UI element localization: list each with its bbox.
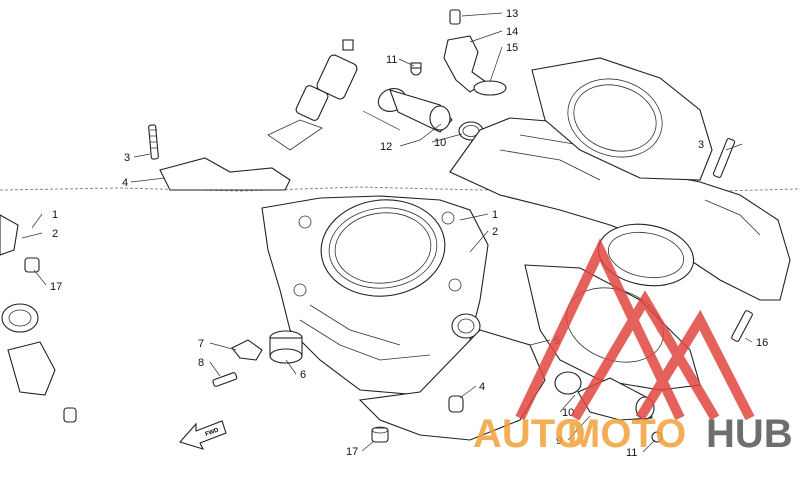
callout-3-right: 3 <box>698 139 704 151</box>
dowel-4 <box>448 395 464 413</box>
stud-right <box>712 138 736 178</box>
callout-15: 15 <box>506 42 518 54</box>
fwd-arrow: FWD <box>179 420 227 450</box>
callout-17-bottom: 17 <box>346 446 358 458</box>
callout-16: 16 <box>756 337 768 349</box>
thermostat-housing <box>443 9 507 96</box>
callout-11-top: 11 <box>386 54 397 66</box>
watermark-logo-triangles <box>515 238 755 421</box>
callout-11-bottom: 11 <box>626 447 637 459</box>
callouts: 13 14 15 11 12 10 3 4 3 1 2 17 1 2 7 8 6… <box>50 8 768 459</box>
callout-13: 13 <box>506 8 518 20</box>
nut-bottom <box>371 426 389 443</box>
leader-lines <box>21 12 753 453</box>
cylinder-block <box>261 195 489 396</box>
head-gasket-top <box>531 57 713 181</box>
callout-1-left: 1 <box>52 209 58 221</box>
callout-14: 14 <box>506 26 518 38</box>
stud-16 <box>731 310 753 342</box>
callout-4-mid: 4 <box>479 381 485 393</box>
left-partial-parts <box>0 214 77 423</box>
dowel-pin <box>269 330 303 364</box>
callout-4-left: 4 <box>122 177 128 189</box>
watermark: AUTO MOTO HUB <box>473 238 793 456</box>
callout-17-left: 17 <box>50 281 62 293</box>
callout-3-left: 3 <box>124 152 130 164</box>
cylinder-head <box>449 117 791 301</box>
callout-1-mid: 1 <box>492 209 498 221</box>
callout-10-top: 10 <box>434 137 446 149</box>
callout-9: 9 <box>556 435 562 447</box>
callout-12: 12 <box>380 141 392 153</box>
callout-10-bottom: 10 <box>562 407 574 419</box>
watermark-brand-auto: AUTO <box>473 412 586 456</box>
base-gasket-left <box>159 157 291 191</box>
watermark-brand-hub: HUB <box>706 412 793 456</box>
bolt-top <box>410 62 422 76</box>
upper-view <box>148 9 791 301</box>
chain-tensioner <box>267 39 358 151</box>
callout-7: 7 <box>198 338 204 350</box>
callout-8: 8 <box>198 357 204 369</box>
coolant-elbow-top <box>377 88 453 133</box>
callout-6: 6 <box>300 369 306 381</box>
stud-left <box>148 124 159 160</box>
hose-clamp <box>212 339 263 387</box>
callout-2-mid: 2 <box>492 226 498 238</box>
watermark-brand-moto: MOTO <box>567 412 686 456</box>
fwd-label: FWD <box>205 427 221 438</box>
callout-2-left: 2 <box>52 228 58 240</box>
